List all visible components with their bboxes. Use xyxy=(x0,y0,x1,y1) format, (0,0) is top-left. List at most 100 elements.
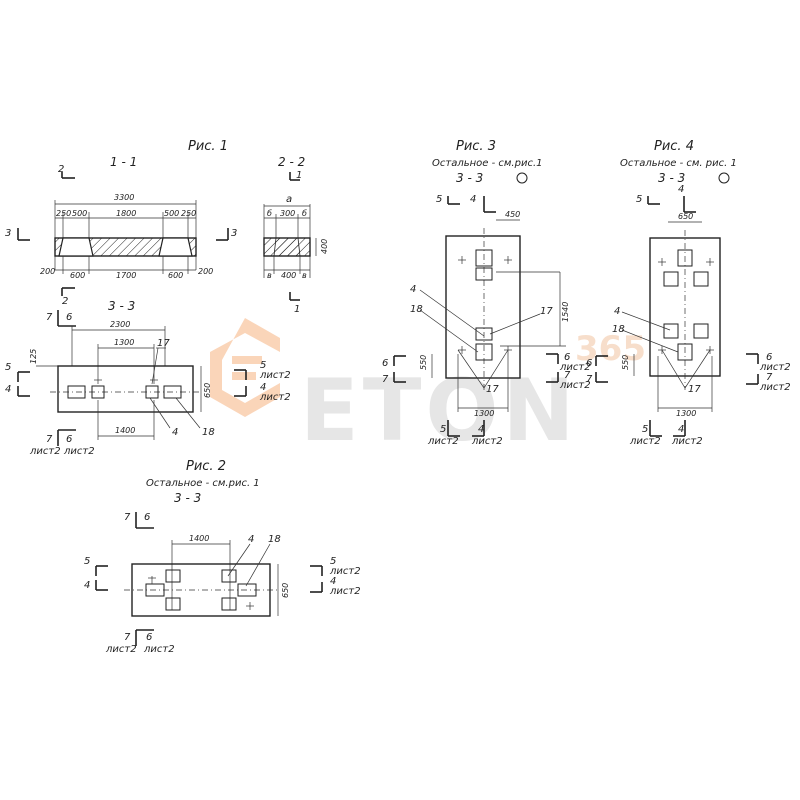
fig3-mark-5-top: 5 xyxy=(436,194,442,205)
fig1-top-dim-5: 250 xyxy=(181,209,196,218)
fig1-mark-6-bottom: 6 xyxy=(66,434,72,445)
fig3-label-17b: 17 xyxy=(486,384,499,395)
fig4-mark-4-bottom: 4 xyxy=(678,424,684,435)
fig2-mark-5-right: 5 xyxy=(330,556,336,567)
fig3-mark-4-bottom: 4 xyxy=(478,424,484,435)
fig2-mark-4-left: 4 xyxy=(84,580,90,591)
watermark-logo-icon xyxy=(210,318,280,417)
fig3-mark-7-left: 7 xyxy=(382,374,389,385)
fig3-section: 3 - 3 xyxy=(456,171,483,185)
fig1-s22-top-3: б xyxy=(302,209,307,218)
fig1-sheet-6-bottom: лист2 xyxy=(63,446,95,457)
fig3-circle-icon xyxy=(516,172,528,184)
fig4-dim-550: 550 xyxy=(621,355,630,370)
fig1-bot-dim-5: 200 xyxy=(198,267,213,276)
fig2-sheet-5: лист2 xyxy=(329,566,361,577)
figure-3: Рис. 3 Остальное - см.рис.1 3 - 3 5 4 45… xyxy=(382,139,591,447)
fig1-bot-dim-3: 1700 xyxy=(116,271,136,280)
fig3-dim-1300: 1300 xyxy=(474,409,494,418)
fig4-mark-6-left: 6 xyxy=(586,358,592,369)
figure-2: Рис. 2 Остальное - см.рис. 1 3 - 3 7 6 1… xyxy=(84,459,361,655)
fig1-bot-dim-4: 600 xyxy=(168,271,183,280)
fig1-s22-a: a xyxy=(286,194,292,205)
fig3-dim-1540: 1540 xyxy=(561,302,570,322)
fig4-sheet-6: лист2 xyxy=(759,362,791,373)
fig2-label-18: 18 xyxy=(268,534,281,545)
fig3-plan-slab xyxy=(445,235,521,379)
fig2-dim-650: 650 xyxy=(281,583,290,598)
fig2-note: Остальное - см.рис. 1 xyxy=(146,478,260,489)
fig1-top-dim-1: 250 xyxy=(56,209,71,218)
fig2-sheet-7-bottom: лист2 xyxy=(105,644,137,655)
fig4-label-17: 17 xyxy=(688,384,701,395)
fig4-mark-5-bottom: 5 xyxy=(642,424,648,435)
fig1-mark-4-right: 4 xyxy=(260,382,266,393)
fig3-mark-4-top: 4 xyxy=(470,194,476,205)
fig1-cut-2-top: 2 xyxy=(58,164,64,175)
fig2-mark-7-bottom: 7 xyxy=(124,632,131,643)
fig4-sheet-7: лист2 xyxy=(759,382,791,393)
fig1-dim-1400: 1400 xyxy=(115,426,135,435)
fig1-mark-5-right: 5 xyxy=(260,360,266,371)
fig1-cut-1-bottom: 1 xyxy=(294,304,300,315)
fig3-mark-6-left: 6 xyxy=(382,358,388,369)
fig3-dim-550: 550 xyxy=(419,355,428,370)
fig2-mark-6-bottom: 6 xyxy=(146,632,152,643)
fig1-label-4: 4 xyxy=(172,427,178,438)
fig2-mark-5-left: 5 xyxy=(84,556,90,567)
fig1-plan-slab xyxy=(57,365,194,413)
fig3-sheet-5-bottom: лист2 xyxy=(427,436,459,447)
fig3-title: Рис. 3 xyxy=(456,139,496,154)
fig1-s22-bot-3: в xyxy=(302,271,307,280)
fig1-dim-2300: 2300 xyxy=(110,320,130,329)
fig2-mark-6: 6 xyxy=(144,512,150,523)
fig1-sheet-4-right: лист2 xyxy=(259,392,291,403)
fig2-sheet-4: лист2 xyxy=(329,586,361,597)
fig1-bot-dim-1: 200 xyxy=(40,267,55,276)
fig4-section: 3 - 3 xyxy=(658,171,685,185)
fig4-mark-6-right: 6 xyxy=(766,352,772,363)
fig2-label-4: 4 xyxy=(248,534,254,545)
fig1-dim-125: 125 xyxy=(29,349,38,364)
fig4-mark-7-left: 7 xyxy=(586,374,593,385)
fig1-top-dim-3: 1800 xyxy=(116,209,136,218)
fig4-circle-icon xyxy=(718,172,730,184)
fig3-sheet-4-bottom: лист2 xyxy=(471,436,503,447)
figure-1: Рис. 1 1 - 1 2 - 2 2 2 3 3 3300 xyxy=(5,139,329,457)
fig1-dim-650: 650 xyxy=(203,383,212,398)
fig1-s22-bot-2: 400 xyxy=(281,271,296,280)
fig1-mark-7: 7 xyxy=(46,312,53,323)
fig1-plan-drawing: 7 6 2300 1300 125 xyxy=(5,310,291,457)
fig1-mark-5-left: 5 xyxy=(5,362,11,373)
fig4-label-4: 4 xyxy=(614,306,620,317)
fig4-note: Остальное - см. рис. 1 xyxy=(620,158,737,169)
fig2-mark-7: 7 xyxy=(124,512,131,523)
fig4-sheet-5-bottom: лист2 xyxy=(629,436,661,447)
fig4-sheet-4-bottom: лист2 xyxy=(671,436,703,447)
fig4-label-18: 18 xyxy=(612,324,625,335)
fig4-mark-4-top: 4 xyxy=(678,184,684,195)
fig1-section-3-3: 3 - 3 xyxy=(108,299,135,313)
fig1-cut-2-bottom: 2 xyxy=(62,296,68,307)
fig4-dim-1300: 1300 xyxy=(676,409,696,418)
fig4-mark-7-right: 7 xyxy=(766,372,773,383)
fig3-sheet-6: лист2 xyxy=(559,362,591,373)
fig2-title: Рис. 2 xyxy=(186,459,226,474)
fig1-sheet-7-bottom: лист2 xyxy=(29,446,61,457)
fig3-mark-6-right: 6 xyxy=(564,352,570,363)
fig1-section-1-1-drawing: 2 2 3 3 3300 250 500 180 xyxy=(5,164,237,307)
fig1-top-dim-4: 500 xyxy=(164,209,179,218)
fig1-label-18: 18 xyxy=(202,427,215,438)
fig3-sheet-7: лист2 xyxy=(559,380,591,391)
fig1-s22-h: 400 xyxy=(320,239,329,254)
fig1-bot-dim-2: 600 xyxy=(70,271,85,280)
fig4-mark-5-top: 5 xyxy=(636,194,642,205)
fig1-dim-1300: 1300 xyxy=(114,338,134,347)
fig2-sheet-6-bottom: лист2 xyxy=(143,644,175,655)
fig1-s22-top-2: 300 xyxy=(280,209,295,218)
watermark-brand: ETON xyxy=(300,361,579,461)
fig1-cut-1-top: 1 xyxy=(296,170,302,181)
fig1-mark-4-left: 4 xyxy=(5,384,11,395)
watermark: ETON 365 xyxy=(210,318,646,461)
